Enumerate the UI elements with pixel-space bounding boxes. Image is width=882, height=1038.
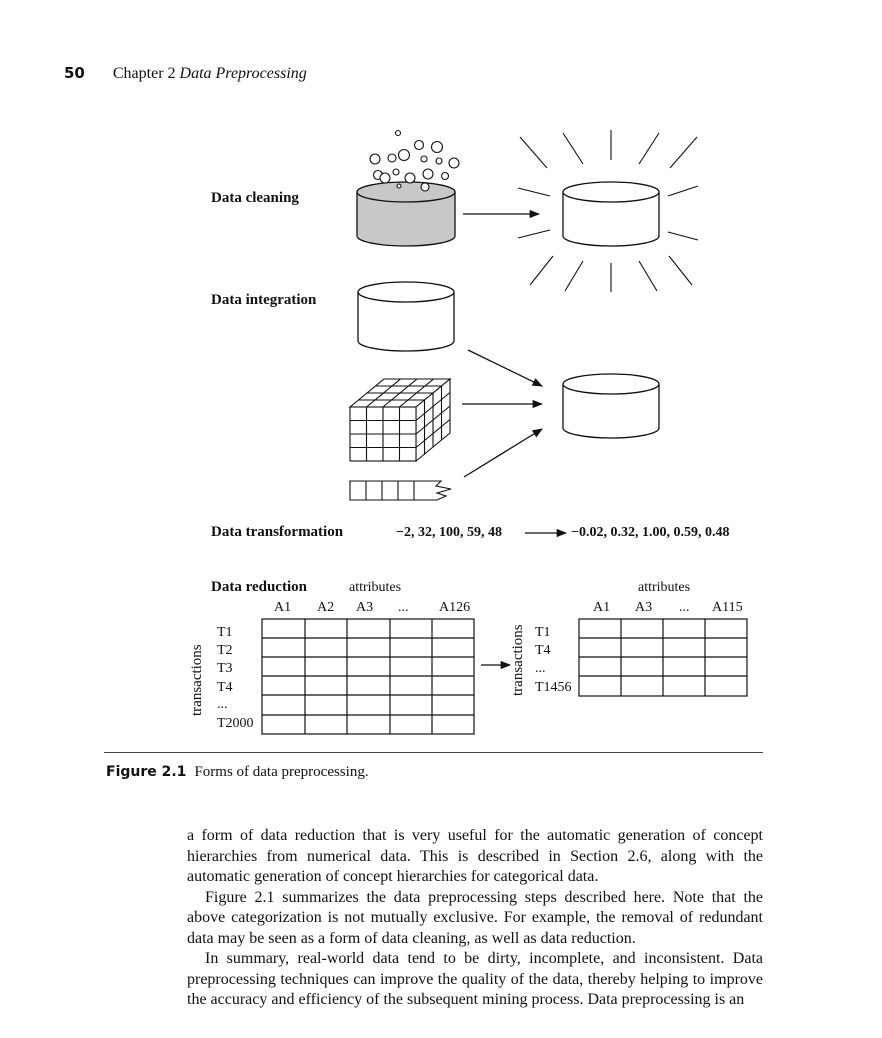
label-data-cleaning: Data cleaning xyxy=(211,190,299,207)
right-row-label: T4 xyxy=(535,643,551,659)
paragraph: a form of data reduction that is very us… xyxy=(187,826,763,888)
integration-arrows xyxy=(462,350,542,477)
right-row-label: ... xyxy=(535,661,546,677)
transformation-input-values: −2, 32, 100, 59, 48 xyxy=(396,525,502,541)
caption-text: Forms of data preprocessing. xyxy=(194,764,368,780)
left-row-label: T4 xyxy=(217,680,233,696)
integration-target-cylinder xyxy=(563,374,659,438)
data-cube-source xyxy=(350,379,450,461)
right-transactions-label: transactions xyxy=(510,624,527,696)
left-col-header: A2 xyxy=(317,600,334,616)
figure-caption: Figure 2.1 Forms of data preprocessing. xyxy=(106,764,369,781)
label-data-integration: Data integration xyxy=(211,292,316,309)
left-row-label: T1 xyxy=(217,625,233,641)
flat-file-source xyxy=(350,481,451,500)
paragraph: In summary, real-world data tend to be d… xyxy=(187,949,763,1011)
left-col-header: A1 xyxy=(274,600,291,616)
left-col-header: ... xyxy=(398,600,409,616)
figure-label: Figure 2.1 xyxy=(106,764,186,780)
body-text: a form of data reduction that is very us… xyxy=(187,826,763,1011)
left-row-label: T3 xyxy=(217,661,233,677)
transformation-output-values: −0.02, 0.32, 1.00, 0.59, 0.48 xyxy=(571,525,729,541)
right-row-label: T1456 xyxy=(535,680,572,696)
right-col-header: ... xyxy=(679,600,690,616)
label-data-reduction: Data reduction xyxy=(211,579,307,596)
left-row-label: ... xyxy=(217,697,228,713)
paragraph: Figure 2.1 summarizes the data preproces… xyxy=(187,888,763,950)
reduced-data-table xyxy=(579,619,747,696)
right-attributes-label: attributes xyxy=(638,580,690,596)
dirty-data-cylinder xyxy=(357,182,455,246)
label-data-transformation: Data transformation xyxy=(211,524,343,541)
right-row-label: T1 xyxy=(535,625,551,641)
left-col-header: A3 xyxy=(356,600,373,616)
right-col-header: A1 xyxy=(593,600,610,616)
left-row-label: T2000 xyxy=(217,716,254,732)
caption-rule xyxy=(104,752,763,753)
left-col-header: A126 xyxy=(439,600,470,616)
integration-source-cylinder xyxy=(358,282,454,351)
right-col-header: A115 xyxy=(712,600,743,616)
clean-data-cylinder xyxy=(563,182,659,246)
original-data-table xyxy=(262,619,474,734)
left-attributes-label: attributes xyxy=(349,580,401,596)
right-col-header: A3 xyxy=(635,600,652,616)
left-transactions-label: transactions xyxy=(189,644,206,716)
left-row-label: T2 xyxy=(217,643,233,659)
